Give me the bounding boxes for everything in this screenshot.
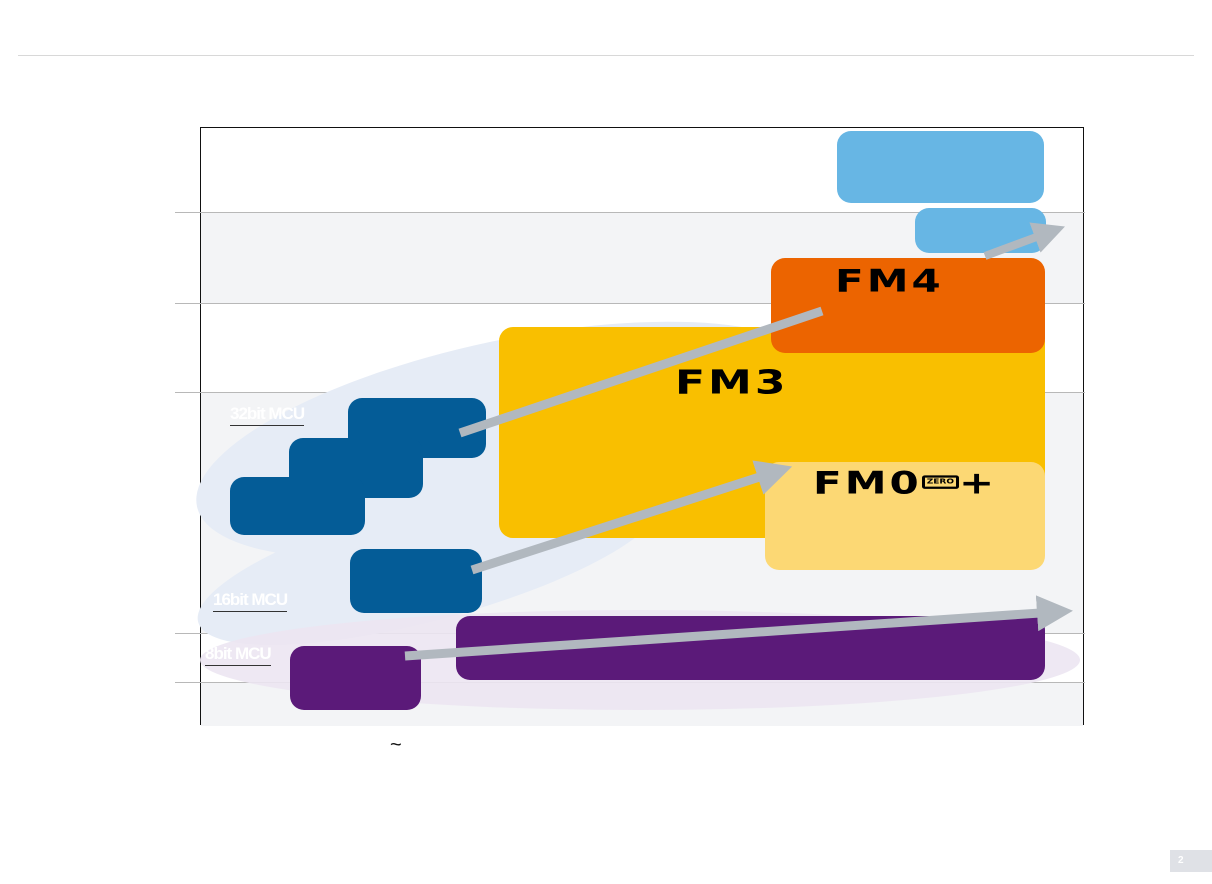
mcu16-block — [350, 549, 482, 613]
fm4-logo: FM4 — [835, 262, 944, 299]
future-block-top — [837, 131, 1044, 203]
arrow-32-to-fm4 — [458, 306, 824, 438]
page-number: 2 — [1170, 850, 1212, 872]
header-divider — [18, 55, 1194, 56]
arrow-8-to-right — [404, 595, 1073, 661]
label-16bit-mcu: 16bit MCU — [213, 590, 288, 612]
arrow-16-to-fm0 — [470, 460, 793, 575]
tilde-mark: ~ — [390, 734, 402, 756]
arrow-fm4-to-future — [983, 222, 1066, 260]
grid-line — [175, 212, 1085, 213]
grid-line — [175, 303, 1085, 304]
fm3-logo: FM3 — [675, 363, 789, 402]
mcu32-block-1 — [230, 477, 365, 535]
mcu8-block — [290, 646, 421, 710]
fm4-block: FM4 — [771, 258, 1045, 353]
label-8bit-mcu: 8bit MCU — [205, 644, 272, 666]
label-32bit-mcu: 32bit MCU — [230, 404, 305, 426]
